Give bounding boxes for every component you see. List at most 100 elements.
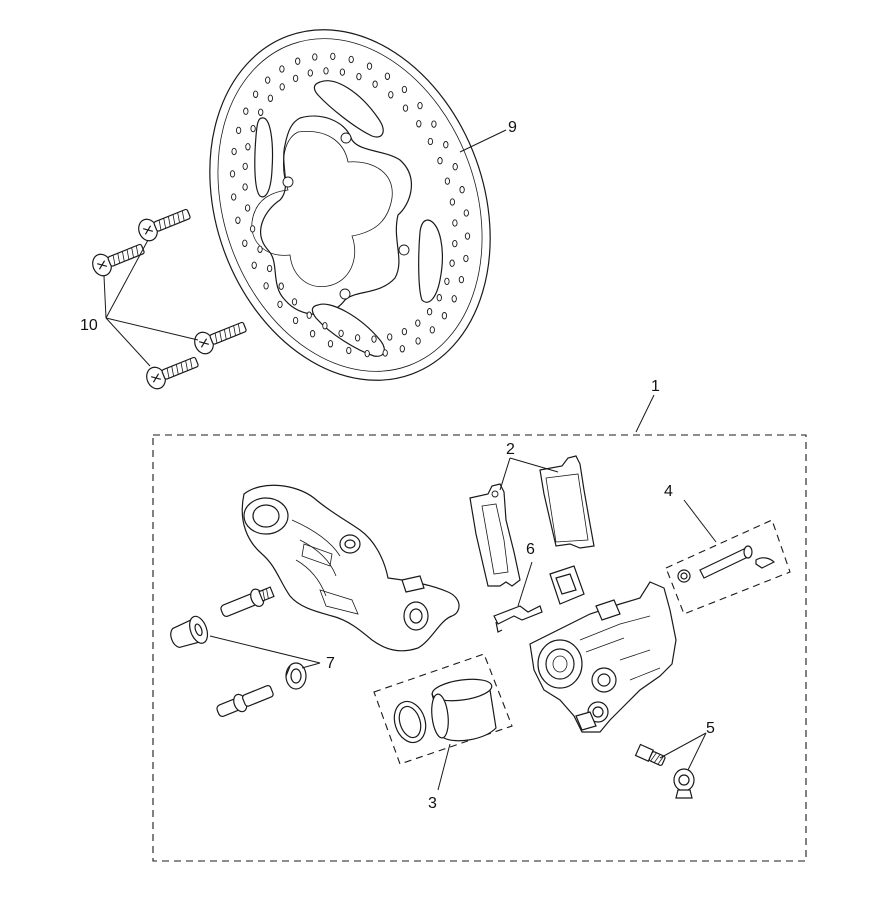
disc-hole [427,137,434,146]
disc-hole [452,239,458,248]
disc-hole [307,69,313,77]
disc-hole [267,94,274,102]
disc-hole [292,316,299,325]
callout-2: 2 [506,441,515,458]
callout-1: 1 [651,378,660,395]
disc-hole [458,275,465,284]
callout-9: 9 [508,119,517,136]
disc-hole [459,186,465,194]
disc-hole [231,147,237,156]
disc-hole [235,126,242,135]
pad-spring-clips [493,565,585,633]
disc-hole [339,68,346,76]
disc-hole [452,163,458,171]
caliper-assembly-frame [152,434,807,862]
disc-hole [384,72,391,80]
disc-hole [250,124,256,133]
disc-hole [401,327,408,336]
disc-hole [322,322,328,330]
disc-hole [235,216,241,224]
callout-6: 6 [526,541,535,558]
disc-hole [265,76,271,84]
disc-hole [327,340,334,348]
disc-hole [312,53,318,61]
disc-hole [426,308,433,316]
disc-hole [415,319,421,327]
callout-10: 10 [80,317,98,334]
disc-hole [364,349,370,358]
disc-hole [229,170,236,178]
disc-hole [441,312,448,320]
disc-hole [431,120,437,128]
piston-seal-kit [373,653,513,765]
disc-hole [258,108,264,116]
disc-hole [444,277,450,286]
disc-hole [463,209,469,217]
brake-pads [469,455,595,587]
disc-hole [354,334,361,342]
disc-hole [372,80,378,88]
disc-hole [436,294,442,302]
disc-hole [279,83,285,91]
disc-hole [463,254,469,263]
disc-hole [277,300,283,309]
disc-hole [257,245,263,253]
brake-disc [209,29,491,381]
disc-hole [295,57,301,65]
disc-hole [402,104,409,112]
slide-pins [170,586,307,717]
disc-hole [263,282,269,290]
disc-hole [244,204,251,212]
callout-3: 3 [428,795,437,812]
disc-hole [464,232,471,240]
bleed-nipple-and-cap [634,743,695,799]
disc-hole [371,335,377,343]
disc-hole [443,141,449,149]
disc-hole [249,225,256,233]
disc-hole [338,329,344,338]
disc-hole [452,219,458,227]
disc-hole [449,259,455,267]
disc-hole [449,198,456,206]
pad-pin-kit [665,519,791,615]
disc-hole [306,311,312,319]
callout-7: 7 [326,655,335,672]
caliper-bracket [241,484,460,652]
disc-hole [356,72,362,81]
disc-hole [291,298,298,306]
disc-hole [279,65,285,73]
disc-hole [252,90,259,98]
disc-hole [245,143,251,151]
disc-hole [415,337,421,345]
disc-hole [231,193,237,201]
disc-hole [417,101,423,110]
disc-hole [437,157,443,165]
disc-hole [242,239,248,247]
disc-drill-holes [229,52,471,358]
disc-hole [323,67,329,75]
disc-hole [366,62,373,70]
disc-bolts [92,208,247,390]
disc-hole [387,333,393,341]
disc-hole [242,183,248,191]
disc-hole [292,74,299,83]
caliper-body [529,581,677,733]
disc-hole [278,282,284,290]
disc-hole [382,349,388,357]
disc-hole [348,55,354,64]
disc-hole [330,52,336,61]
disc-hole [388,91,394,99]
callout-4: 4 [664,483,673,500]
disc-hole [416,120,422,128]
disc-hole [309,330,316,338]
disc-hole [243,107,249,115]
disc-hole [444,177,451,185]
disc-hole [399,345,405,353]
callout-5: 5 [706,720,715,737]
disc-hole [266,264,273,273]
disc-hole [251,261,257,269]
disc-hole [242,162,248,171]
disc-hole [451,295,457,303]
